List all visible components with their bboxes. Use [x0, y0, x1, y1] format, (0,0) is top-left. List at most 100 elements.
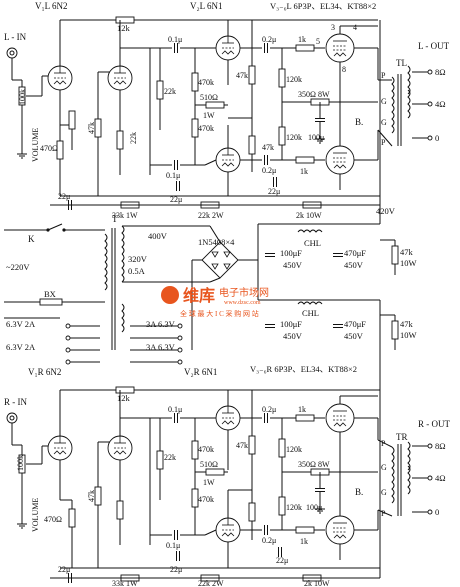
top-c-02a-label: 0.2μ — [262, 35, 276, 44]
v2r-label: V₂R 6N1 — [184, 367, 217, 377]
top-r-510-watt: 1W — [203, 111, 215, 120]
bot-c-02b-label: 0.2μ — [262, 536, 276, 545]
psu-c100d-label: 450V — [283, 331, 303, 341]
bot-c-02a-label: 0.2μ — [262, 405, 276, 414]
left-input-label: L - IN — [4, 32, 27, 42]
psu-chl-b-label: CHL — [302, 308, 319, 318]
v2r-tube-a — [215, 405, 241, 431]
bot-p-label-a: P — [381, 439, 386, 448]
bot-g-label-a: G — [381, 463, 387, 472]
psu-r47d-label: 10W — [400, 330, 417, 340]
watermark-logo-icon — [161, 286, 179, 304]
top-r-1k-a-label: 1k — [298, 35, 306, 44]
psu-bx-label: BX — [44, 289, 56, 299]
top-c-22u-b-label: 22μ — [170, 195, 182, 204]
left-input-jack-icon[interactable] — [6, 47, 18, 59]
right-input-jack-icon[interactable] — [6, 412, 18, 424]
v2l-tube-a — [215, 35, 241, 61]
top-cathode-resistor-label: 470Ω — [40, 144, 58, 153]
top-r-2k10-label: 2k 10W — [296, 211, 322, 220]
v1r-tube-a — [47, 435, 73, 461]
top-r-47k-a-label: 47k — [87, 122, 96, 134]
bot-r-470k-a-label: 470k — [198, 445, 214, 454]
v2r-tube-b — [215, 517, 241, 543]
bot-tr-label: TR — [396, 432, 408, 442]
top-b-label: B. — [355, 117, 363, 127]
bot-b-label: B. — [355, 487, 363, 497]
bot-8ohm-label: 8Ω — [435, 441, 446, 451]
top-volume-resistance: 100k — [18, 89, 27, 105]
v2l-label: V₂L 6N1 — [190, 1, 223, 11]
bot-r-510-label: 510Ω — [200, 460, 218, 469]
bot-c-22u-c-label: 22μ — [276, 556, 288, 565]
psu-c100a-label: 100μF — [280, 248, 302, 258]
fuse-bx — [39, 298, 63, 306]
top-r-120k-a-label: 120k — [286, 75, 302, 84]
top-r-1k-b-label: 1k — [300, 167, 308, 176]
bot-r-47k-a-label: 47k — [87, 490, 96, 502]
top-r-12k-label: 12k — [117, 23, 131, 33]
top-0-label: 0 — [435, 133, 439, 143]
top-r-47k-c-label: 47k — [262, 143, 274, 152]
top-tl-label: TL — [396, 58, 407, 68]
top-r-470k-a-label: 470k — [198, 78, 214, 87]
psu-c470d-label: 450V — [344, 331, 364, 341]
top-g-label-b: G — [381, 118, 387, 127]
psu-r47b-label: 10W — [400, 258, 417, 268]
psu-320v-label: 320V — [128, 254, 148, 264]
top-c-01b-label: 0.1μ — [166, 171, 180, 180]
right-channel-amplifier: V₁R 6N2 V₂R 6N1 V₃₋₆R 6P3P、EL34、KT88×2 1… — [4, 364, 450, 587]
top-c-22u-a-label: 22μ — [58, 192, 70, 201]
bot-r-510-watt: 1W — [203, 478, 215, 487]
top-r-22k-a-label: 22k — [129, 132, 138, 144]
top-8ohm-label: 8Ω — [435, 67, 446, 77]
v3l-label: V₃₋₆L 6P3P、EL34、KT88×2 — [270, 1, 376, 11]
watermark: 维库 电子市场网 www.dzsc.com 全 球 最 大 I C 采 购 网 … — [161, 286, 269, 318]
bot-r-120k-b-label: 120k — [286, 503, 302, 512]
v3r-label: V₃₋₆R 6P3P、EL34、KT88×2 — [250, 364, 357, 374]
left-output-label: L - OUT — [418, 41, 450, 51]
top-p-label-b: P — [381, 138, 386, 147]
v3r-power-tube-a — [325, 403, 355, 433]
v3l-power-tube-a — [325, 33, 355, 63]
watermark-cn: 电子市场网 — [219, 286, 269, 299]
psu-heater-b-label: 6.3V 2A — [6, 342, 36, 352]
left-channel-amplifier: V₁L 6N2 V₂L 6N1 V₃₋₆L 6P3P、EL34、KT88×2 1… — [4, 1, 450, 220]
bot-0-label: 0 — [435, 507, 439, 517]
top-c-01a-label: 0.1μ — [168, 35, 182, 44]
psu-heater-c-label: 3A 6.3V — [146, 319, 176, 329]
v3l-power-tube-b — [325, 145, 355, 175]
v1r-label: V₁R 6N2 — [28, 367, 61, 377]
top-r-470k-b-label: 470k — [198, 124, 214, 133]
v1l-label: V₁L 6N2 — [35, 1, 68, 11]
top-r-120k-b-label: 120k — [286, 133, 302, 142]
top-g-label-a: G — [381, 97, 387, 106]
watermark-url: www.dzsc.com — [224, 300, 261, 306]
top-pin4: 4 — [353, 23, 357, 32]
psu-heater-d-label: 3A 6.3V — [146, 342, 176, 352]
top-c-22u-c-label: 22μ — [268, 187, 280, 196]
top-pin5: 5 — [316, 37, 320, 46]
psu-c100c-label: 100μF — [280, 319, 302, 329]
bridge-rectifier — [201, 241, 239, 279]
bot-r-1k-a-label: 1k — [298, 405, 306, 414]
top-r-33k-label: 33k 1W — [112, 211, 138, 220]
psu-k-label: K — [28, 234, 35, 244]
bot-r-350-label: 350Ω 8W — [298, 460, 330, 469]
bot-4ohm-label: 4Ω — [435, 473, 446, 483]
top-c-02b-label: 0.2μ — [262, 166, 276, 175]
psu-c470a-label: 470μF — [344, 248, 366, 258]
top-c-100-label: 100μ — [308, 133, 324, 142]
bot-r-1k-b-label: 1k — [300, 537, 308, 546]
psu-r47c-label: 47k — [400, 319, 414, 329]
bot-r-470k-b-label: 470k — [198, 495, 214, 504]
psu-400v-label: 400V — [148, 231, 168, 241]
top-r-47k-b-label: 47k — [236, 71, 248, 80]
bot-c-01b-label: 0.1μ — [166, 541, 180, 550]
bot-c-22u-b-label: 22μ — [170, 565, 182, 574]
psu-c100b-label: 450V — [283, 260, 303, 270]
psu-bridge-label: 1N5408×4 — [198, 237, 235, 247]
bot-r-47k-b-label: 47k — [236, 441, 248, 450]
bottom-volume-resistance: 100k — [16, 455, 25, 471]
